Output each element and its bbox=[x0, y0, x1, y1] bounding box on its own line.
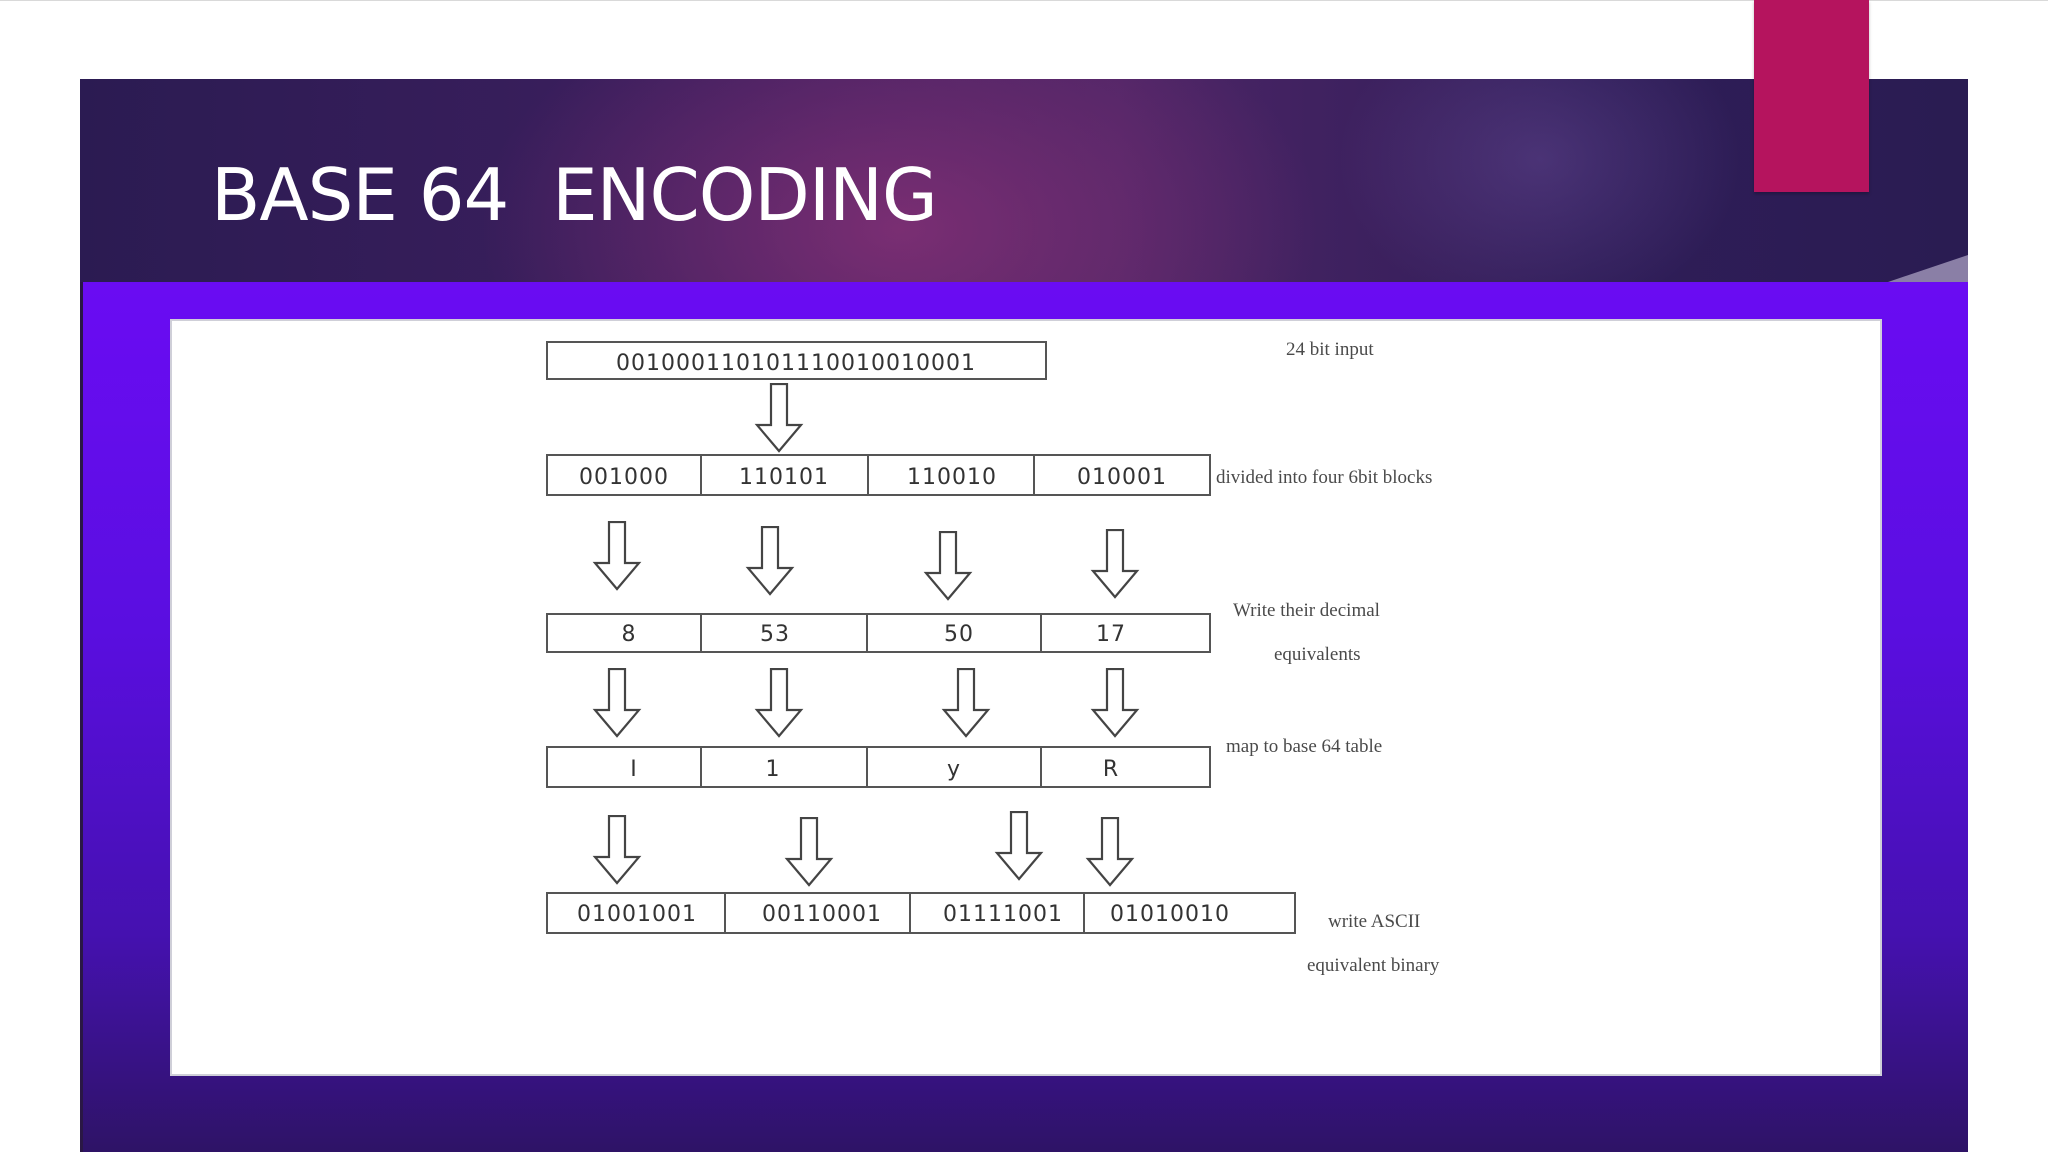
ascii-row: 01001001 00110001 01111001 01010010 writ… bbox=[546, 892, 1440, 976]
slide-title: BASE 64 ENCODING bbox=[211, 153, 938, 237]
diagram-panel: 001000110101110010010001 24 bit input 00… bbox=[170, 319, 1882, 1076]
block-cell: 110101 bbox=[739, 465, 829, 490]
header-band: BASE 64 ENCODING bbox=[80, 79, 1968, 282]
decimal-cell: 8 bbox=[622, 622, 637, 647]
char-cell: I bbox=[630, 757, 638, 782]
char-row: I 1 y R map to base 64 table bbox=[546, 736, 1382, 788]
arrow-down-icon bbox=[755, 383, 803, 453]
input-row: 001000110101110010010001 24 bit input bbox=[546, 339, 1374, 380]
pink-accent-tab bbox=[1754, 0, 1869, 192]
char-cell: 1 bbox=[766, 757, 781, 782]
decimal-note-line1: Write their decimal bbox=[1233, 600, 1380, 621]
decimal-box bbox=[546, 613, 1211, 653]
map-note: map to base 64 table bbox=[1226, 736, 1382, 757]
arrow-down-icon bbox=[995, 811, 1043, 881]
arrow-down-icon bbox=[924, 531, 972, 601]
arrow-down-icon bbox=[1086, 817, 1134, 887]
decimal-cell: 53 bbox=[760, 622, 790, 647]
corner-accent bbox=[1888, 255, 1968, 282]
char-cell: R bbox=[1103, 757, 1119, 782]
arrow-down-icon bbox=[942, 668, 990, 738]
decimal-cell: 50 bbox=[944, 622, 974, 647]
ascii-cell: 01111001 bbox=[943, 902, 1063, 927]
blocks-row: 001000 110101 110010 010001 divided into… bbox=[546, 454, 1432, 496]
ascii-note-line2: equivalent binary bbox=[1307, 955, 1440, 976]
arrow-down-icon bbox=[593, 521, 641, 591]
block-cell: 110010 bbox=[907, 465, 997, 490]
arrow-down-icon bbox=[746, 526, 794, 596]
arrow-down-icon bbox=[1091, 668, 1139, 738]
arrow-down-icon bbox=[785, 817, 833, 887]
input-note: 24 bit input bbox=[1286, 339, 1374, 360]
input-box bbox=[546, 341, 1047, 380]
blocks-note: divided into four 6bit blocks bbox=[1216, 467, 1432, 488]
ascii-cell: 00110001 bbox=[762, 902, 882, 927]
ascii-cell: 01010010 bbox=[1110, 902, 1230, 927]
arrow-down-icon bbox=[755, 668, 803, 738]
input-bits: 001000110101110010010001 bbox=[616, 351, 976, 376]
arrow-down-icon bbox=[593, 815, 641, 885]
decimal-row: 8 53 50 17 Write their decimal equivalen… bbox=[546, 600, 1380, 665]
blocks-box bbox=[546, 454, 1211, 496]
content-band-edge bbox=[80, 282, 83, 1152]
top-border bbox=[0, 0, 2048, 1]
arrow-down-icon bbox=[1091, 529, 1139, 599]
ascii-box bbox=[546, 892, 1296, 934]
decimal-cell: 17 bbox=[1096, 622, 1126, 647]
block-cell: 010001 bbox=[1077, 465, 1167, 490]
arrow-down-icon bbox=[593, 668, 641, 738]
ascii-note-line1: write ASCII bbox=[1328, 911, 1420, 932]
ascii-cell: 01001001 bbox=[577, 902, 697, 927]
decimal-note-line2: equivalents bbox=[1274, 644, 1361, 665]
encoding-diagram: 001000110101110010010001 24 bit input 00… bbox=[546, 339, 1440, 976]
char-box bbox=[546, 746, 1211, 788]
char-cell: y bbox=[947, 757, 961, 782]
block-cell: 001000 bbox=[579, 465, 669, 490]
